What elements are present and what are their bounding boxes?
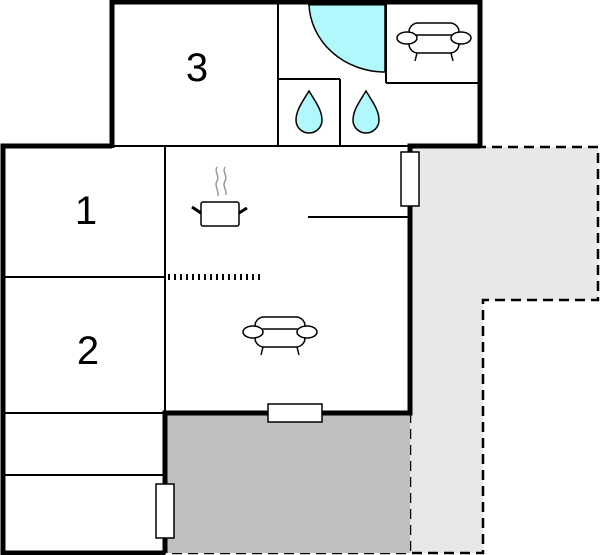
exterior-walls: [0, 0, 483, 555]
window-east: [400, 151, 420, 207]
window-west-terrace: [155, 483, 175, 539]
room-label-3: 3: [186, 46, 208, 90]
water-drop-icon: [295, 89, 323, 134]
armchair-icon: [396, 22, 472, 62]
water-drop-icon: [352, 89, 380, 134]
covered-terrace: [166, 414, 410, 553]
window-terrace: [267, 403, 323, 423]
room-label-1: 1: [75, 189, 97, 233]
armchair-icon: [242, 316, 318, 356]
room-label-2: 2: [77, 329, 99, 373]
interior-walls: [4, 2, 480, 476]
cooking-pot-icon: [191, 166, 248, 227]
windows: [155, 151, 420, 539]
shower-quarter-circle: [308, 3, 386, 73]
